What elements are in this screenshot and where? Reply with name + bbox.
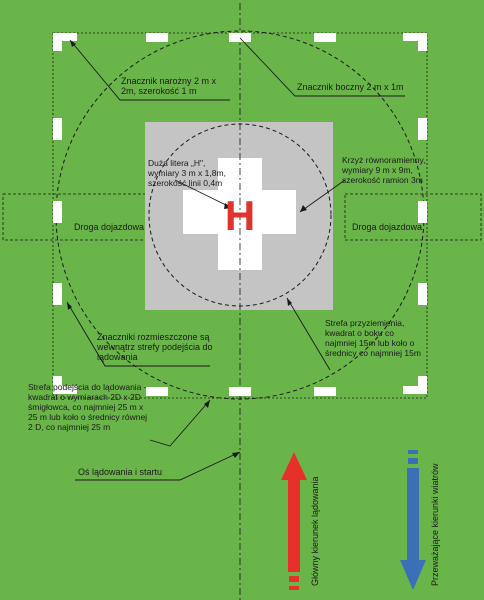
corner-marker-bottom-right: [403, 376, 427, 394]
arrowhead: [232, 452, 240, 458]
leader-side-marker: [239, 37, 405, 97]
helipad-letter-h: H: [225, 192, 255, 239]
leader-lines: [66, 37, 405, 481]
side-marker: [418, 118, 427, 140]
corner-marker-bottom-left: [53, 376, 77, 394]
side-marker: [314, 33, 336, 42]
leader-axis: [75, 451, 241, 481]
big-letter-label: Duża litera „H", wymiary 3 m x 1,8m, sze…: [148, 158, 226, 188]
leader-cross: [299, 179, 346, 213]
approach-zone-label: Strefa podejścia do lądowania - kwadrat …: [28, 382, 148, 432]
side-marker: [146, 387, 168, 396]
arrowhead: [204, 400, 210, 408]
wind-direction-label: Przeważające kierunki wiatrów: [430, 463, 440, 586]
wind-direction-arrow: [400, 450, 426, 590]
corner-marker-label: Znacznik narożny 2 m x 2m, szerokość 1 m: [121, 76, 217, 96]
cross-label: Krzyż równoramienny, wymiary 9 m x 9m, s…: [342, 155, 426, 185]
arrowhead: [67, 302, 72, 310]
arrowhead: [70, 40, 76, 47]
side-marker: [146, 33, 168, 42]
corner-marker-top-left: [53, 33, 77, 51]
side-marker: [229, 387, 251, 396]
access-road-left: [2, 193, 151, 241]
touchdown-zone-label: Strefa przyziemienia, kwadrat o boku co …: [325, 318, 421, 358]
leader-corner-marker: [69, 39, 230, 101]
side-marker: [418, 283, 427, 305]
main-direction-arrow: [281, 452, 307, 590]
corner-marker-top-right: [403, 33, 427, 51]
leader-touchdown: [286, 297, 331, 371]
arrowhead: [224, 203, 232, 209]
markers-spread-label: Znaczniki rozmieszczone są wewnątrz stre…: [97, 332, 213, 362]
side-marker: [53, 118, 62, 140]
arrowhead: [287, 298, 292, 306]
side-marker: [53, 201, 62, 223]
side-marker: [314, 387, 336, 396]
leader-approach: [149, 399, 211, 447]
road-right-label: Droga dojazdowa: [352, 222, 423, 232]
access-road-right: [344, 193, 482, 241]
side-marker: [229, 33, 251, 42]
leader-big-letter: [174, 179, 233, 209]
side-marker: [53, 283, 62, 305]
road-left-label: Droga dojazdowa: [74, 222, 145, 232]
main-direction-label: Główny kierunek lądowania: [310, 476, 320, 586]
axis-label: Oś lądowania i startu: [78, 467, 163, 477]
arrowhead: [300, 205, 307, 212]
side-marker: [418, 201, 427, 223]
leader-markers-spread: [66, 301, 210, 367]
white-cross: [183, 158, 296, 270]
side-marker-label: Znacznik boczny 2 m x 1m: [297, 82, 404, 92]
